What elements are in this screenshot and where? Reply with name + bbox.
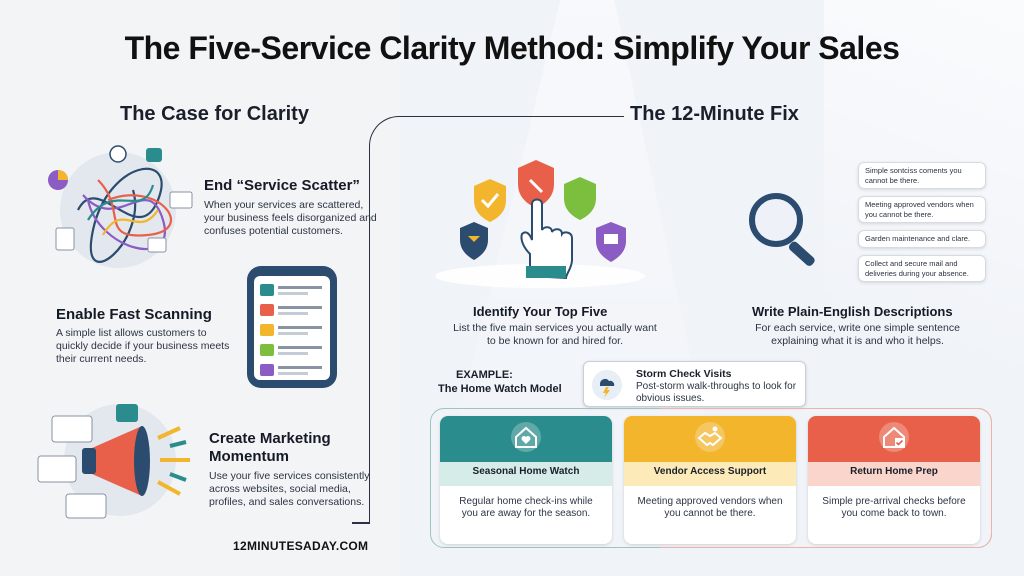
card-title-strip bbox=[624, 462, 796, 486]
card-title-strip bbox=[440, 462, 612, 486]
card-text: Simple pre-arrival checks before you com… bbox=[822, 496, 966, 519]
card-title-strip bbox=[808, 462, 980, 486]
card-title: Vendor Access Support bbox=[653, 466, 767, 477]
block-scatter-text: When your services are scattered, your b… bbox=[204, 199, 377, 237]
left-heading: The Case for Clarity bbox=[120, 103, 309, 125]
storm-check-card: Storm Check Visits Post-storm walk-throu… bbox=[583, 361, 806, 407]
description-bubble: Garden maintenance and clare. bbox=[858, 230, 986, 248]
connector-line bbox=[369, 116, 624, 524]
house-heart-icon bbox=[511, 422, 541, 452]
card-text: Meeting approved vendors when you cannot… bbox=[637, 496, 783, 519]
card-text: Regular home check-ins while you are awa… bbox=[459, 496, 593, 519]
step2-title: Write Plain-English Descriptions bbox=[752, 304, 953, 319]
magnifier-icon bbox=[749, 193, 815, 266]
tangled-scatter-icon bbox=[48, 145, 193, 268]
block-scanning-text: A simple list allows customers to quickl… bbox=[56, 327, 230, 365]
service-card-seasonal: Seasonal Home Watch Regular home check-i… bbox=[440, 416, 612, 544]
storm-text: Post-storm walk-throughs to look for obv… bbox=[636, 381, 797, 404]
description-bubble: Collect and secure mail and deliveries d… bbox=[858, 255, 986, 282]
cards-frame-accent bbox=[660, 408, 992, 548]
step2-text: For each service, write one simple sente… bbox=[755, 322, 960, 347]
description-bubble: Meeting approved vendors when you cannot… bbox=[858, 196, 986, 223]
storm-icon bbox=[592, 370, 622, 400]
example-label: EXAMPLE: The Home Watch Model bbox=[438, 368, 562, 396]
page-title: The Five-Service Clarity Method: Simplif… bbox=[124, 30, 900, 66]
card-title: Seasonal Home Watch bbox=[472, 466, 580, 477]
service-card-return: Return Home Prep Simple pre-arrival chec… bbox=[808, 416, 980, 544]
phone-list-icon bbox=[247, 266, 337, 388]
example-label-1: EXAMPLE: bbox=[456, 369, 513, 381]
description-bubble: Simple sontciss coments you cannot be th… bbox=[858, 162, 986, 189]
service-card-vendor: Vendor Access Support Meeting approved v… bbox=[624, 416, 796, 544]
connector-line-end bbox=[352, 522, 370, 524]
step1-title: Identify Your Top Five bbox=[473, 304, 608, 319]
handshake-icon bbox=[695, 422, 725, 452]
hand-shield-icons bbox=[435, 160, 645, 288]
block-scatter-title: End “Service Scatter” bbox=[204, 177, 360, 194]
step1-text: List the five main services you actually… bbox=[453, 322, 657, 347]
footer-url: 12MINUTESADAY.COM bbox=[233, 539, 369, 553]
block-scanning-title: Enable Fast Scanning bbox=[56, 306, 212, 323]
card-title: Return Home Prep bbox=[850, 466, 938, 477]
block-marketing-text: Use your five services consistently acro… bbox=[209, 470, 370, 508]
right-heading: The 12-Minute Fix bbox=[630, 103, 799, 125]
house-check-icon bbox=[879, 422, 909, 452]
megaphone-icon bbox=[37, 404, 190, 519]
example-label-2: The Home Watch Model bbox=[438, 383, 562, 395]
storm-title: Storm Check Visits bbox=[636, 368, 732, 380]
block-marketing-title: Create Marketing Momentum bbox=[209, 430, 331, 465]
